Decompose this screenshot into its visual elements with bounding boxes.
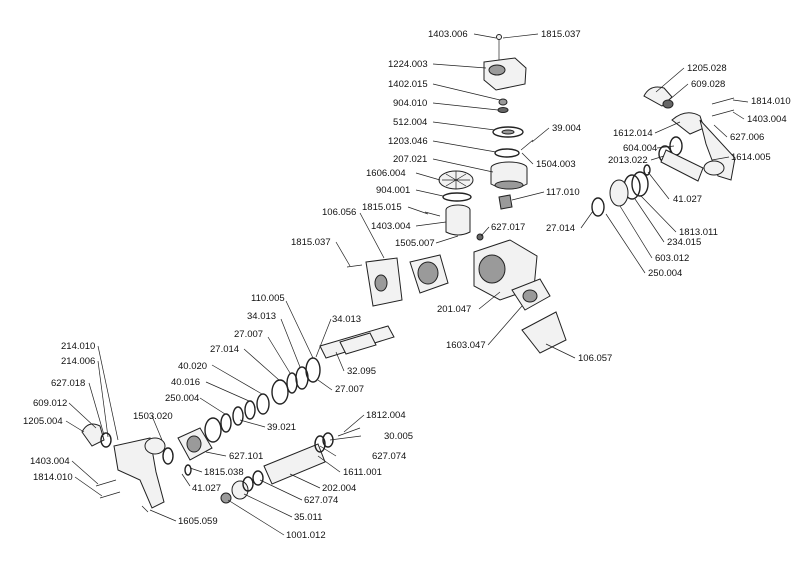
part-label: 1504.003 (536, 159, 576, 170)
part-label: 1205.004 (23, 416, 63, 427)
part-label: 512.004 (393, 117, 427, 128)
part-label: 627.018 (51, 378, 85, 389)
part-label: 1001.012 (286, 530, 326, 541)
part-label: 41.027 (673, 194, 702, 205)
part-label: 202.004 (322, 483, 356, 494)
part-label: 1402.015 (388, 79, 428, 90)
part-label: 1224.003 (388, 59, 428, 70)
part-label: 1403.004 (747, 114, 787, 125)
part-label: 106.057 (578, 353, 612, 364)
part-label: 35.011 (294, 512, 322, 523)
part-label: 1606.004 (366, 168, 406, 179)
part-label: 1205.028 (687, 63, 727, 74)
part-label: 34.013 (332, 314, 361, 325)
part-label: 1403.006 (428, 29, 468, 40)
part-label: 39.004 (552, 123, 581, 134)
part-label: 207.021 (393, 154, 427, 165)
part-label: 250.004 (165, 393, 199, 404)
part-label: 34.013 (247, 311, 276, 322)
part-label: 627.017 (491, 222, 525, 233)
part-label: 1815.015 (362, 202, 402, 213)
part-label: 27.014 (546, 223, 575, 234)
part-label: 40.016 (171, 377, 200, 388)
part-label: 1611.001 (343, 467, 382, 478)
part-label: 30.005 (384, 431, 413, 442)
part-label: 627.101 (229, 451, 263, 462)
part-label: 1403.004 (371, 221, 411, 232)
part-label: 609.012 (33, 398, 67, 409)
part-label: 603.012 (655, 253, 689, 264)
part-label: 32.095 (347, 366, 376, 377)
part-label: 1812.004 (366, 410, 406, 421)
part-label: 1614.005 (731, 152, 771, 163)
part-label: 117.010 (546, 187, 580, 198)
part-label: 1403.004 (30, 456, 70, 467)
part-label: 904.001 (376, 185, 410, 196)
part-label: 1203.046 (388, 136, 428, 147)
part-label: 2013.022 (608, 155, 648, 166)
part-label: 627.074 (304, 495, 338, 506)
part-label: 41.027 (192, 483, 221, 494)
part-label: 106.056 (322, 207, 356, 218)
part-label: 1815.037 (541, 29, 581, 40)
part-label: 214.006 (61, 356, 95, 367)
part-label: 40.020 (178, 361, 207, 372)
part-label: 604.004 (623, 143, 657, 154)
part-label: 234.015 (667, 237, 701, 248)
part-label: 1813.011 (679, 227, 718, 238)
leader-lines (65, 33, 749, 536)
part-label: 1605.059 (178, 516, 218, 527)
part-label: 27.007 (335, 384, 364, 395)
part-label: 1603.047 (446, 340, 486, 351)
part-label: 904.010 (393, 98, 427, 109)
part-label: 1814.010 (33, 472, 73, 483)
part-drawings (81, 34, 736, 513)
part-label: 627.006 (730, 132, 764, 143)
part-labels: 1403.006 1815.037 1224.003 1402.015 904.… (23, 29, 791, 541)
part-label: 627.074 (372, 451, 406, 462)
part-label: 1815.037 (291, 237, 331, 248)
part-label: 250.004 (648, 268, 682, 279)
part-label: 110.005 (251, 293, 285, 304)
part-label: 609.028 (691, 79, 725, 90)
part-label: 1503.020 (133, 411, 173, 422)
part-label: 27.007 (234, 329, 263, 340)
part-label: 201.047 (437, 304, 471, 315)
part-label: 39.021 (267, 422, 296, 433)
part-label: 27.014 (210, 344, 239, 355)
part-label: 1612.014 (613, 128, 653, 139)
part-label: 1814.010 (751, 96, 791, 107)
part-label: 1505.007 (395, 238, 435, 249)
part-label: 214.010 (61, 341, 95, 352)
part-label: 1815.038 (204, 467, 244, 478)
